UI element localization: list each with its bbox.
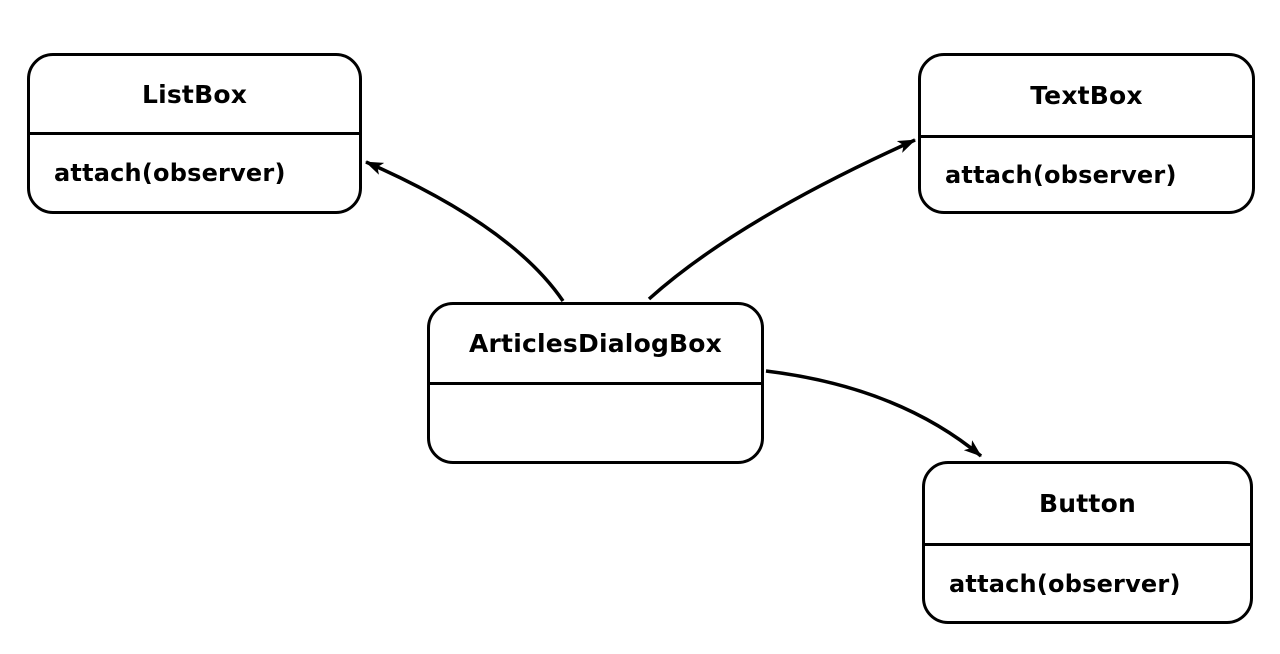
class-name-listbox: ListBox — [30, 56, 359, 135]
edge-articlesdialogbox-to-button — [765, 369, 983, 458]
class-box-button: Button attach(observer) — [922, 461, 1253, 624]
class-box-listbox: ListBox attach(observer) — [27, 53, 362, 214]
class-method-listbox: attach(observer) — [54, 159, 286, 187]
class-method-articlesdialogbox-empty — [430, 385, 761, 461]
class-name-textbox: TextBox — [921, 56, 1252, 138]
class-box-articlesdialogbox: ArticlesDialogBox — [427, 302, 764, 464]
class-name-articlesdialogbox: ArticlesDialogBox — [430, 305, 761, 385]
edge-articlesdialogbox-to-textbox — [647, 138, 916, 301]
class-method-button: attach(observer) — [949, 569, 1181, 598]
class-box-textbox: TextBox attach(observer) — [918, 53, 1255, 214]
edge-articlesdialogbox-to-listbox — [365, 160, 565, 302]
class-name-button: Button — [925, 464, 1250, 546]
class-method-textbox: attach(observer) — [945, 160, 1177, 189]
